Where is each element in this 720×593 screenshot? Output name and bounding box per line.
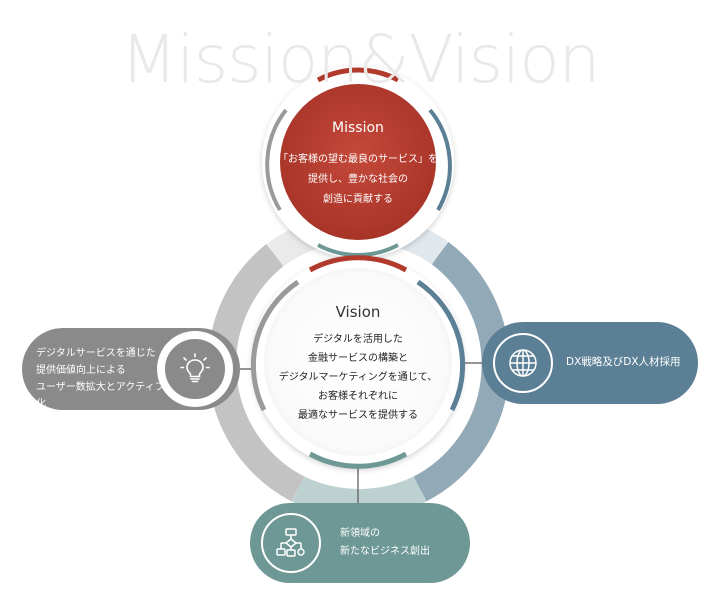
mission-ring-arc-left (265, 108, 288, 212)
lightbulb-icon (180, 353, 210, 383)
mission-ring-arc-bottom (317, 243, 399, 257)
pillar-dx-strategy-text: DX戦略及びDX人材採用 (566, 356, 681, 368)
globe-icon (509, 349, 537, 377)
outer-ring-teal-segment (291, 476, 427, 517)
pillar-user-growth-text: デジタルサービスを通じた 提供価値向上による ユーザー数拡大とアクティブ化 (36, 348, 165, 410)
vision-ring-arc-top (308, 255, 408, 273)
pillar-new-business-text: 新領域の 新たなビジネス創出 (340, 528, 430, 557)
vision-circle (264, 268, 452, 456)
mission-title: Mission (332, 120, 384, 136)
mission-ring-arc-top (316, 67, 400, 83)
pillar-user-growth-icon-badge (160, 334, 230, 404)
vision-title: Vision (335, 303, 381, 321)
mission-statement: 「お客様の望む最良のサービス」を 提供し、豊かな社会の 創造に貢献する (278, 154, 438, 205)
flowchart-icon (276, 528, 305, 557)
page-heading: Mission&Vision (120, 21, 600, 98)
mission-ring-arc-right (428, 108, 452, 212)
mission-circle (280, 84, 436, 240)
vision-ring-arc-bottom (308, 451, 408, 469)
vision-statement: デジタルを活用した 金融サービスの構築と デジタルマーケティングを通じて、 お客… (278, 334, 438, 421)
pillar-dx-strategy-icon-badge (488, 328, 558, 398)
vision-ring-arc-right (416, 279, 466, 412)
vision-ring-arc-left (250, 279, 300, 412)
pillar-new-business-icon-badge (256, 508, 326, 578)
